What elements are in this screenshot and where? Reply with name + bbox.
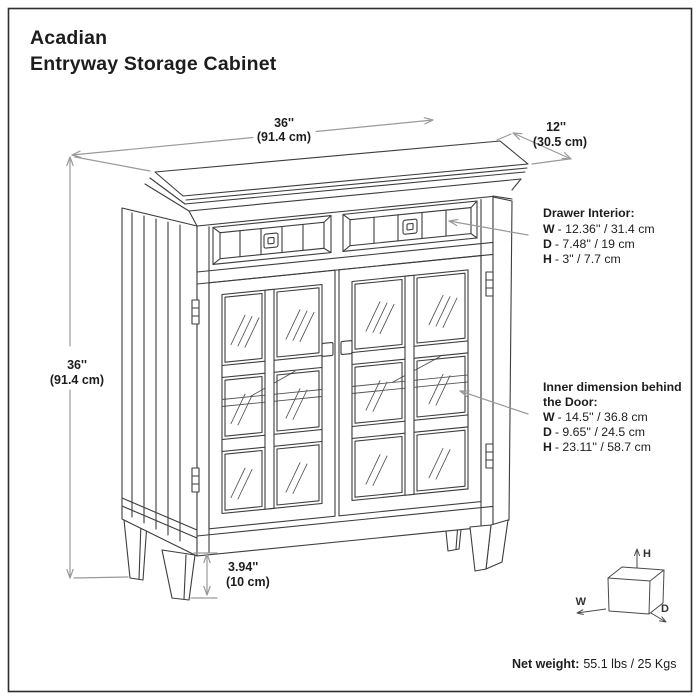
leg-height-dimension: 3.94'' (10 cm): [190, 552, 270, 599]
cabinet-drawing: [121, 140, 529, 601]
left-door-handle: [321, 341, 334, 357]
glass-hatches: [230, 294, 458, 500]
width-cm: (91.4 cm): [257, 130, 311, 144]
height-axis-icon: [633, 548, 641, 568]
drawer-callout-heading: Drawer Interior:: [543, 206, 635, 220]
right-side-edge: [492, 196, 513, 527]
svg-text:W- 12.36'' / 31.4 cm: W- 12.36'' / 31.4 cm: [543, 222, 655, 236]
axis-label-w: W: [576, 596, 587, 608]
drawer-callout: Drawer Interior: W- 12.36'' / 31.4 cm D-…: [448, 206, 655, 266]
svg-text:W- 14.5'' / 36.8 cm: W- 14.5'' / 36.8 cm: [543, 410, 648, 424]
left-drawer-knob: [263, 232, 279, 249]
axis-label-h: H: [643, 548, 651, 560]
page-title: Acadian Entryway Storage Cabinet: [30, 27, 277, 75]
axis-label-d: D: [661, 603, 669, 615]
right-door-handle: [340, 340, 353, 356]
svg-text:D- 9.65'' / 24.5 cm: D- 9.65'' / 24.5 cm: [543, 425, 645, 439]
width-inches: 36'': [274, 116, 294, 130]
top-and-crown: [144, 140, 529, 227]
glass-doors: [208, 255, 482, 530]
height-inches: 36'': [67, 358, 87, 372]
drawer-leader-arrow: [448, 218, 459, 227]
svg-text:D- 7.48'' / 19 cm: D- 7.48'' / 19 cm: [543, 237, 635, 251]
title-line-2: Entryway Storage Cabinet: [30, 53, 277, 75]
depth-cm: (30.5 cm): [533, 135, 587, 149]
svg-text:H- 23.11'' / 58.7 cm: H- 23.11'' / 58.7 cm: [543, 440, 651, 454]
net-weight: Net weight:55.1 lbs / 25 Kgs: [512, 657, 676, 671]
right-drawer-knob: [402, 218, 418, 235]
left-side-panel: [121, 207, 198, 557]
depth-dimension: 12'' (30.5 cm): [496, 120, 587, 165]
svg-text:H- 3" / 7.7 cm: H- 3" / 7.7 cm: [543, 252, 621, 266]
door-leader-arrow: [459, 390, 470, 398]
leg-cm: (10 cm): [226, 575, 270, 589]
front-legs: [161, 519, 509, 601]
leg-inches: 3.94'': [228, 560, 258, 574]
title-line-1: Acadian: [30, 27, 107, 49]
door-callout-heading-1: Inner dimension behind: [543, 380, 682, 394]
height-cm: (91.4 cm): [50, 373, 104, 387]
width-axis-icon: [576, 608, 607, 615]
back-legs: [123, 509, 464, 581]
front-face: [196, 195, 494, 557]
door-callout-heading-2: the Door:: [543, 395, 598, 409]
door-hinges: [191, 271, 494, 493]
door-interior-callout: Inner dimension behind the Door: W- 14.5…: [459, 380, 682, 454]
drawer-fronts: [212, 200, 478, 265]
height-dimension: 36'' (91.4 cm): [50, 156, 129, 579]
depth-axis-icon: [650, 612, 667, 623]
width-dimension: 36'' (91.4 cm): [71, 116, 434, 172]
orientation-cube: H W D: [576, 548, 669, 623]
depth-inches: 12'': [546, 120, 566, 134]
